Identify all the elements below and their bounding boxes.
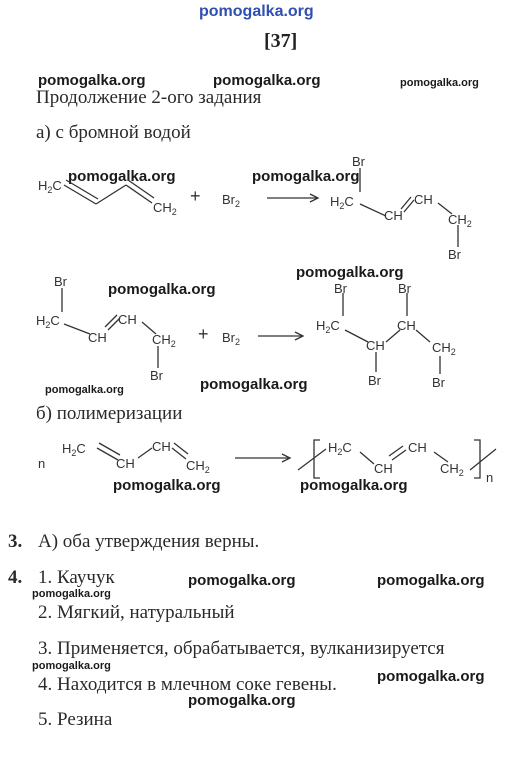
chem-n: n (38, 456, 46, 471)
part-b-label: б) полимеризации (36, 403, 183, 424)
watermark: pomogalka.org (32, 660, 111, 672)
list-item: 3. Применяется, обрабатывается, вулканиз… (38, 638, 445, 659)
watermark: pomogalka.org (296, 264, 404, 281)
chem-h2c: H2C (38, 178, 62, 195)
watermark: pomogalka.org (68, 168, 176, 185)
chem-br2: Br2 (222, 192, 241, 209)
plus-sign: + (190, 186, 201, 206)
chem-ch2: CH2 (432, 340, 456, 357)
chem-ch: CH (374, 461, 393, 476)
watermark: pomogalka.org (252, 168, 360, 185)
chem-ch: CH (152, 439, 171, 454)
chem-h2c: H2C (328, 440, 352, 457)
chem-ch: CH (408, 440, 427, 455)
page-number: [37] (264, 30, 298, 52)
chem-br: Br (334, 281, 347, 296)
chem-ch: CH (397, 318, 416, 333)
list-item: 1. Каучук (38, 567, 115, 588)
chem-ch2: CH2 (448, 212, 472, 229)
section-title: Продолжение 2-ого задания (36, 87, 262, 108)
chem-ch: CH (118, 312, 137, 327)
chem-ch2: CH2 (440, 461, 464, 478)
chem-ch2: CH2 (153, 200, 177, 217)
chem-n: n (486, 470, 494, 485)
watermark: pomogalka.org (377, 572, 485, 589)
chem-h2c: H2C (330, 194, 354, 211)
chem-h2c: H2C (62, 441, 86, 458)
chem-br: Br (352, 154, 365, 169)
chem-br: Br (368, 373, 381, 388)
chem-br: Br (150, 368, 163, 383)
chem-ch: CH (88, 330, 107, 345)
watermark: pomogalka.org (400, 77, 479, 89)
watermark: pomogalka.org (377, 668, 485, 685)
watermark: pomogalka.org (188, 572, 296, 589)
list-item: 4. Находится в млечном соке гевены. (38, 674, 337, 695)
header-site-link[interactable]: pomogalka.org (199, 3, 314, 20)
chem-h2c: H2C (36, 313, 60, 330)
chem-br: Br (432, 375, 445, 390)
watermark: pomogalka.org (38, 72, 146, 89)
part-a-label: а) с бромной водой (36, 122, 191, 143)
plus-sign: + (198, 324, 209, 344)
chem-ch: CH (414, 192, 433, 207)
watermark: pomogalka.org (45, 384, 124, 396)
chem-br2: Br2 (222, 330, 241, 347)
question-4-number: 4. (8, 567, 23, 588)
chem-ch: CH (366, 338, 385, 353)
question-3-number: 3. (8, 531, 23, 552)
list-item: 5. Резина (38, 709, 113, 730)
chem-h2c: H2C (316, 318, 340, 335)
watermark: pomogalka.org (113, 477, 221, 494)
chem-ch2: CH2 (186, 458, 210, 475)
chem-ch: CH (384, 208, 403, 223)
question-3-answer: А) оба утверждения верны. (38, 531, 260, 552)
chem-ch: CH (116, 456, 135, 471)
watermark: pomogalka.org (32, 588, 111, 600)
chem-br: Br (448, 247, 461, 262)
watermark: pomogalka.org (200, 376, 308, 393)
chem-ch2: CH2 (152, 332, 176, 349)
watermark: pomogalka.org (213, 72, 321, 89)
watermark: pomogalka.org (108, 281, 216, 298)
watermark: pomogalka.org (300, 477, 408, 494)
chem-br: Br (398, 281, 411, 296)
list-item: 2. Мягкий, натуральный (38, 602, 235, 623)
chem-br: Br (54, 274, 67, 289)
watermark: pomogalka.org (188, 692, 296, 709)
